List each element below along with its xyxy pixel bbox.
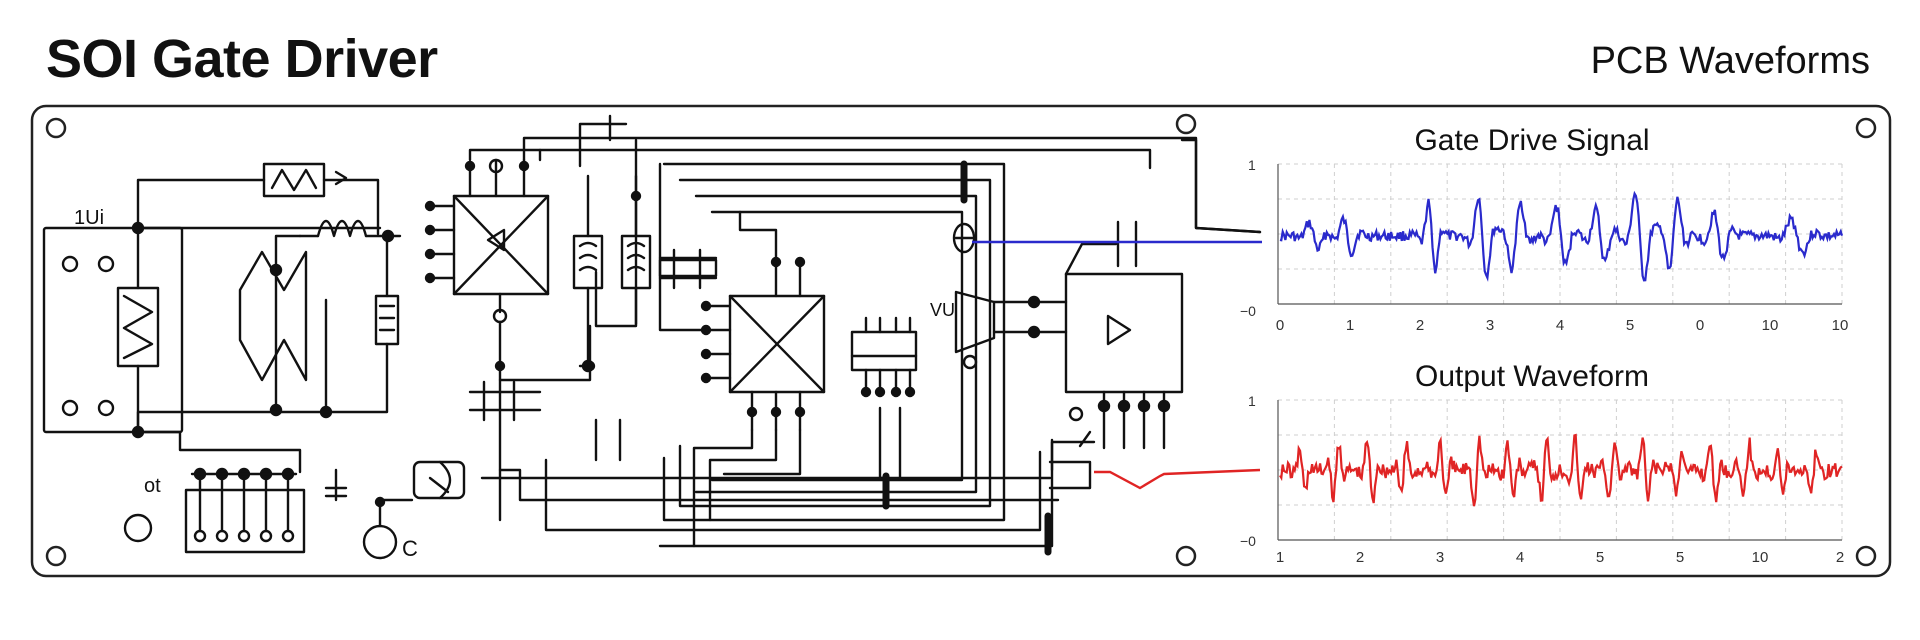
bottom-label: C <box>402 536 418 561</box>
x-tick-label: 0 <box>1276 317 1284 334</box>
mounting-hole <box>1175 113 1197 135</box>
output-ic-pins <box>1097 390 1171 450</box>
x-tick-label: 3 <box>1486 317 1494 334</box>
x-tick-label: 3 <box>1436 549 1444 566</box>
coupling-capacitor <box>1116 220 1138 268</box>
x-tick-label: 4 <box>1556 317 1564 334</box>
x-tick-label: 4 <box>1516 549 1524 566</box>
connector-pin <box>61 399 79 417</box>
x-tick-label: 1 <box>1346 317 1354 334</box>
x-tick-label: 5 <box>1676 549 1684 566</box>
x-tick-label: 5 <box>1596 549 1604 566</box>
x-tick-label: 10 <box>1752 549 1769 566</box>
input-label: 1Ui <box>74 207 104 229</box>
gate-y-tick: 1 <box>1248 157 1256 173</box>
ic2-pins <box>700 300 732 384</box>
x-tick-label: 2 <box>1836 549 1844 566</box>
x-tick-label: 0 <box>1696 317 1704 334</box>
x-tick-label: 10 <box>1762 317 1779 334</box>
input-connector <box>42 226 184 434</box>
connector-pin <box>97 399 115 417</box>
signal-diode <box>952 222 976 254</box>
inductor <box>316 219 368 238</box>
buffer-amplifier <box>954 290 996 354</box>
schematic <box>42 114 1262 560</box>
transformer-winding <box>238 250 308 382</box>
gate-x-ticks: 0 1 2 3 4 5 0 10 10 <box>1276 317 1849 334</box>
connector-pin <box>97 255 115 273</box>
output-y-tick: −0 <box>1240 533 1256 549</box>
output-signal-trace <box>1094 468 1261 490</box>
mounting-holes <box>45 113 1877 567</box>
junction-label: VU <box>930 300 955 320</box>
x-tick-label: 10 <box>1832 317 1849 334</box>
page-title: SOI Gate Driver <box>46 29 438 89</box>
x-tick-label: 5 <box>1626 317 1634 334</box>
mounting-hole <box>1855 545 1877 567</box>
output-y-tick: 1 <box>1248 393 1256 409</box>
trace-markers <box>882 160 1052 556</box>
connector-pin <box>61 255 79 273</box>
lower-left-label: ot <box>144 475 161 497</box>
output-waveform-line <box>1279 433 1843 507</box>
mounting-hole <box>45 117 67 139</box>
gate-waveform-title: Gate Drive Signal <box>1414 124 1649 157</box>
gate-waveform-line <box>1279 190 1844 282</box>
page-subtitle: PCB Waveforms <box>1590 40 1870 82</box>
gate-y-tick: −0 <box>1240 303 1256 319</box>
x-tick-label: 1 <box>1276 549 1284 566</box>
x-tick-label: 2 <box>1416 317 1424 334</box>
mounting-hole <box>1175 545 1197 567</box>
output-stage-resistor <box>850 330 918 372</box>
mounting-hole <box>1855 117 1877 139</box>
ic1-pins <box>424 200 456 284</box>
x-tick-label: 2 <box>1356 549 1364 566</box>
output-waveform-title: Output Waveform <box>1415 360 1649 393</box>
gate-waveform-panel: Gate Drive Signal 1 −0 0 1 2 3 4 5 0 10 10 <box>1240 124 1848 334</box>
output-waveform-panel: Output Waveform 1 −0 1 2 3 4 5 5 10 2 <box>1240 360 1844 566</box>
output-x-ticks: 1 2 3 4 5 5 10 2 <box>1276 549 1844 566</box>
mounting-hole <box>45 545 67 567</box>
